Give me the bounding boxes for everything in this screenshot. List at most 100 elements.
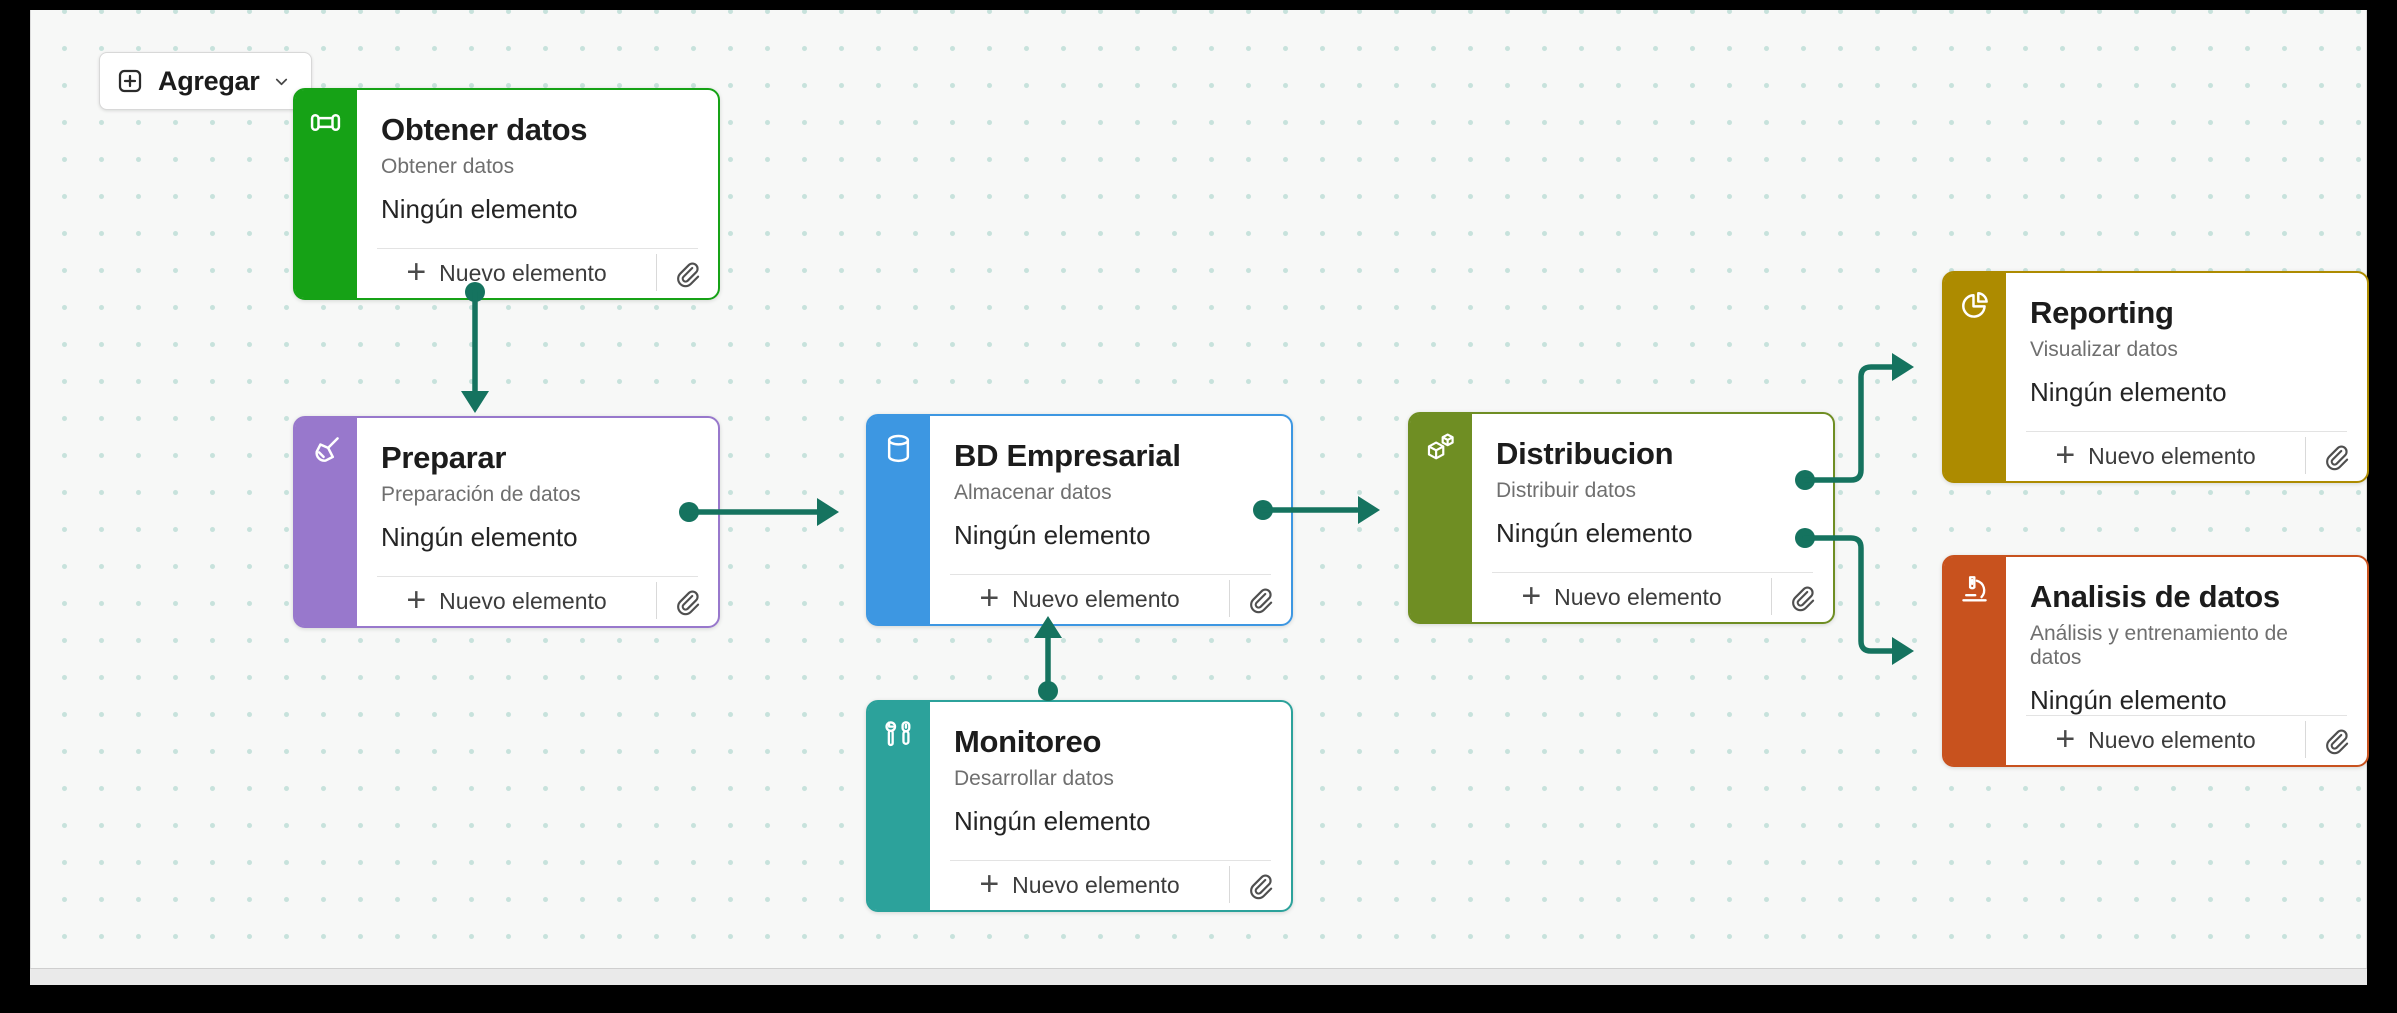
new-item-label: Nuevo elemento: [1012, 872, 1180, 898]
plus-icon: +: [406, 580, 427, 619]
database-icon: [887, 434, 910, 463]
card-subtitle: Desarrollar datos: [954, 767, 1114, 790]
card-color-strip: [1410, 414, 1472, 622]
tools-icon: [885, 721, 911, 747]
footer-separator: [1229, 580, 1230, 617]
attach-button[interactable]: [1775, 573, 1825, 622]
card-divider: [950, 574, 1271, 575]
new-item-label: Nuevo elemento: [2088, 443, 2256, 469]
new-item-label: Nuevo elemento: [2088, 727, 2256, 753]
task-card-reporting[interactable]: Reporting Visualizar datos Ningún elemen…: [1942, 271, 2369, 483]
card-title: BD Empresarial: [954, 438, 1181, 473]
cubes-icon: [1427, 433, 1454, 460]
card-empty-state: Ningún elemento: [954, 806, 1151, 836]
broom-icon: [315, 437, 339, 462]
new-item-button[interactable]: + Nuevo elemento: [930, 861, 1229, 910]
card-subtitle: Preparación de datos: [381, 483, 581, 506]
new-item-label: Nuevo elemento: [439, 588, 607, 614]
card-subtitle: Almacenar datos: [954, 481, 1112, 504]
plus-icon: +: [979, 864, 1000, 903]
card-empty-state: Ningún elemento: [2030, 377, 2227, 407]
pipeline-icon: [310, 113, 341, 132]
card-footer: + Nuevo elemento: [930, 861, 1291, 910]
card-title: Distribucion: [1496, 436, 1674, 471]
card-color-strip: [295, 90, 357, 298]
card-footer: + Nuevo elemento: [357, 577, 718, 626]
new-item-label: Nuevo elemento: [1554, 584, 1722, 610]
card-color-strip: [1944, 273, 2006, 481]
card-title: Obtener datos: [381, 112, 588, 147]
paperclip-icon: [1792, 585, 1815, 611]
card-color-strip: [868, 416, 930, 624]
paperclip-icon: [2326, 444, 2349, 470]
new-item-button[interactable]: + Nuevo elemento: [2006, 432, 2305, 481]
canvas-bottom-track: [30, 968, 2367, 985]
add-button-label: Agregar: [158, 65, 260, 96]
card-empty-state: Ningún elemento: [381, 194, 578, 224]
new-item-button[interactable]: + Nuevo elemento: [2006, 716, 2305, 765]
footer-separator: [656, 254, 657, 291]
new-item-button[interactable]: + Nuevo elemento: [930, 575, 1229, 624]
add-button[interactable]: Agregar: [99, 52, 313, 110]
card-footer: + Nuevo elemento: [1472, 573, 1833, 622]
card-divider: [2026, 431, 2347, 432]
card-subtitle: Visualizar datos: [2030, 338, 2178, 361]
card-subtitle: Obtener datos: [381, 155, 515, 178]
task-card-preparar[interactable]: Preparar Preparación de datos Ningún ele…: [293, 416, 720, 628]
footer-separator: [656, 582, 657, 619]
card-empty-state: Ningún elemento: [1496, 518, 1693, 548]
footer-separator: [1229, 866, 1230, 903]
pie-icon: [1962, 292, 1988, 318]
card-divider: [1492, 572, 1813, 573]
card-footer: + Nuevo elemento: [2006, 716, 2367, 765]
attach-button[interactable]: [2309, 716, 2359, 765]
task-card-analisis-de-datos[interactable]: Analisis de datos Análisis y entrenamien…: [1942, 555, 2369, 767]
chevron-down-icon: [276, 78, 288, 85]
attach-button[interactable]: [660, 249, 710, 298]
paperclip-icon: [677, 261, 700, 287]
paperclip-icon: [2326, 728, 2349, 754]
task-card-bd-empresarial[interactable]: BD Empresarial Almacenar datos Ningún el…: [866, 414, 1293, 626]
footer-separator: [1771, 578, 1772, 615]
add-square-icon: [118, 69, 142, 93]
attach-button[interactable]: [2309, 432, 2359, 481]
attach-button[interactable]: [1233, 861, 1283, 910]
task-card-obtener-datos[interactable]: Obtener datos Obtener datos Ningún eleme…: [293, 88, 720, 300]
card-title: Analisis de datos: [2030, 579, 2280, 614]
card-subtitle: Distribuir datos: [1496, 479, 1637, 502]
paperclip-icon: [1250, 587, 1273, 613]
card-footer: + Nuevo elemento: [2006, 432, 2367, 481]
microscope-icon: [1962, 576, 1987, 602]
card-divider: [377, 576, 698, 577]
card-color-strip: [1944, 557, 2006, 765]
new-item-label: Nuevo elemento: [1012, 586, 1180, 612]
new-item-button[interactable]: + Nuevo elemento: [1472, 573, 1771, 622]
card-divider: [2026, 715, 2347, 716]
card-empty-state: Ningún elemento: [381, 522, 578, 552]
plus-icon: +: [979, 578, 1000, 617]
card-empty-state: Ningún elemento: [954, 520, 1151, 550]
card-title: Preparar: [381, 440, 507, 475]
card-footer: + Nuevo elemento: [930, 575, 1291, 624]
task-card-monitoreo[interactable]: Monitoreo Desarrollar datos Ningún eleme…: [866, 700, 1293, 912]
card-title: Reporting: [2030, 295, 2174, 330]
card-title: Monitoreo: [954, 724, 1102, 759]
card-color-strip: [868, 702, 930, 910]
paperclip-icon: [1250, 873, 1273, 899]
card-divider: [950, 860, 1271, 861]
new-item-button[interactable]: + Nuevo elemento: [357, 249, 656, 298]
card-footer: + Nuevo elemento: [357, 249, 718, 298]
plus-icon: +: [2055, 435, 2076, 474]
card-divider: [377, 248, 698, 249]
new-item-button[interactable]: + Nuevo elemento: [357, 577, 656, 626]
task-card-distribucion[interactable]: Distribucion Distribuir datos Ningún ele…: [1408, 412, 1835, 624]
card-color-strip: [295, 418, 357, 626]
plus-icon: +: [2055, 719, 2076, 758]
attach-button[interactable]: [660, 577, 710, 626]
flow-canvas[interactable]: Agregar Obtener datos Obtener datos Ning…: [30, 10, 2369, 968]
attach-button[interactable]: [1233, 575, 1283, 624]
paperclip-icon: [677, 589, 700, 615]
plus-icon: +: [1521, 576, 1542, 615]
card-subtitle: Análisis y entrenamiento de datos: [2030, 622, 2288, 669]
